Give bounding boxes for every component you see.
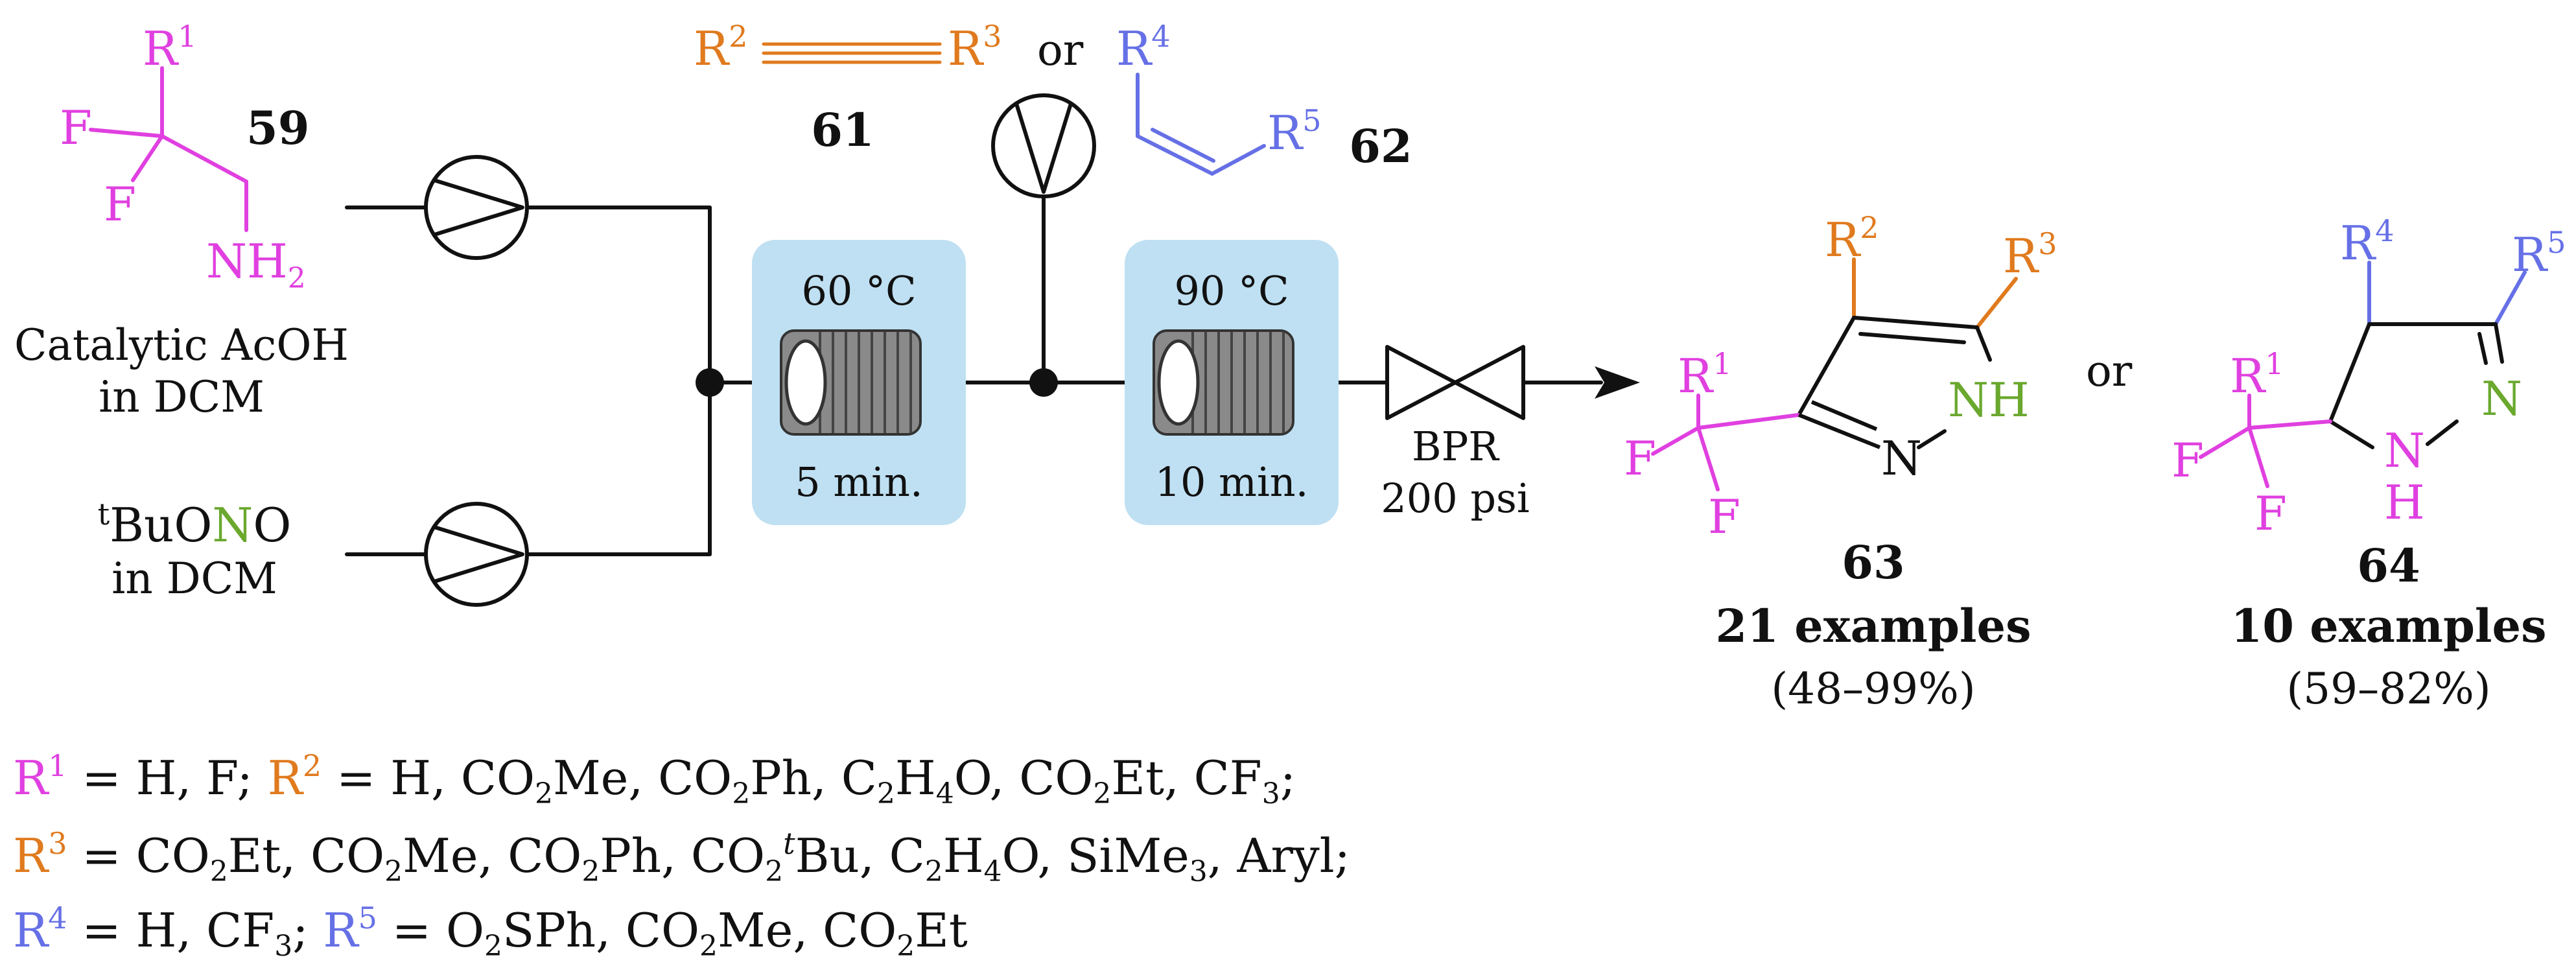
compound-61-label: 61 bbox=[811, 103, 874, 157]
compound-64-r1: R1 bbox=[2230, 346, 2284, 403]
compound-62-r5: R5 bbox=[1267, 103, 1322, 160]
reactor-1: 60 °C 5 min. bbox=[752, 240, 966, 525]
compound-64-structure: R4 R5 R1 F F N N H bbox=[2172, 213, 2566, 541]
compound-61-r2: R2 bbox=[694, 19, 748, 76]
reactor-1-time: 5 min. bbox=[795, 458, 922, 506]
compound-64-nh-n: N bbox=[2384, 423, 2425, 478]
compound-62-structure: R4 R5 62 bbox=[1116, 19, 1412, 176]
compound-63-n: N bbox=[1881, 431, 1922, 486]
reactor-1-temperature: 60 °C bbox=[801, 267, 916, 314]
compound-64-examples: 10 examples bbox=[2231, 599, 2547, 653]
compound-64-f1: F bbox=[2172, 433, 2204, 488]
pump-2-icon bbox=[424, 502, 529, 607]
reagent-acoh-line2: in DCM bbox=[99, 372, 264, 422]
reagent-tbuono-line2: in DCM bbox=[111, 554, 277, 604]
compound-64-n: N bbox=[2481, 371, 2522, 426]
compound-63-yield: (48–99%) bbox=[1771, 664, 1975, 714]
pump-3-icon bbox=[991, 93, 1096, 198]
compound-62-r4: R4 bbox=[1116, 19, 1171, 76]
compound-59-label: 59 bbox=[246, 101, 309, 155]
reactor-2-temperature: 90 °C bbox=[1174, 267, 1289, 314]
or-61-62: or bbox=[1037, 25, 1084, 75]
legend-line-3: R4 = H, CF3; R5 = O2SPh, CO2Me, CO2Et bbox=[13, 900, 968, 963]
compound-59-nh2: NH2 bbox=[206, 234, 306, 295]
reactor-2: 90 °C 10 min. bbox=[1125, 240, 1339, 525]
reagent-tbuono: tBuONO bbox=[98, 497, 292, 552]
compound-63-structure: R2 R3 R1 F F N NH bbox=[1624, 210, 2057, 544]
compound-59-f-top: F bbox=[60, 100, 92, 155]
coil-reactor-2-icon bbox=[1153, 329, 1294, 436]
bpr-valve-icon bbox=[1385, 345, 1525, 420]
legend-line-1: R1 = H, F; R2 = H, CO2Me, CO2Ph, C2H4O, … bbox=[13, 748, 1296, 810]
compound-64-f2: F bbox=[2254, 486, 2287, 541]
compound-63-r3: R3 bbox=[2003, 226, 2057, 283]
bpr-label: BPR bbox=[1412, 423, 1500, 470]
bpr-pressure: 200 psi bbox=[1381, 475, 1529, 522]
mixer-junction-1 bbox=[696, 368, 724, 397]
compound-64-yield: (59–82%) bbox=[2286, 664, 2490, 714]
legend-line-2: R3 = CO2Et, CO2Me, CO2Ph, CO2tBu, C2H4O,… bbox=[13, 826, 1350, 888]
pump-1-icon bbox=[424, 155, 529, 260]
or-63-64: or bbox=[2086, 346, 2133, 396]
compound-59-f-bottom: F bbox=[104, 177, 136, 231]
compound-59-structure: R1 F F NH2 59 bbox=[60, 19, 309, 295]
arrow-head bbox=[1595, 366, 1640, 399]
reagent-acoh-line1: Catalytic AcOH bbox=[14, 320, 349, 370]
compound-63-f1: F bbox=[1624, 431, 1656, 486]
compound-63-examples: 21 examples bbox=[1716, 599, 2032, 653]
compound-63-f2: F bbox=[1708, 489, 1740, 544]
reactor-2-time: 10 min. bbox=[1155, 458, 1309, 506]
compound-63-nh: NH bbox=[1948, 373, 2030, 427]
compound-62-label: 62 bbox=[1349, 119, 1412, 173]
compound-63-r2: R2 bbox=[1825, 210, 1879, 267]
compound-64-r4: R4 bbox=[2340, 213, 2395, 270]
mixer-junction-2 bbox=[1029, 368, 1058, 397]
coil-reactor-1-icon bbox=[780, 329, 922, 436]
compound-64-nh-h: H bbox=[2384, 475, 2425, 530]
compound-63-r1: R1 bbox=[1678, 346, 1732, 403]
compound-59-r1: R1 bbox=[143, 19, 197, 76]
compound-63-label: 63 bbox=[1842, 536, 1904, 589]
compound-61-structure: R2 R3 61 bbox=[694, 19, 1002, 157]
compound-61-r3: R3 bbox=[948, 19, 1002, 76]
compound-64-r5: R5 bbox=[2512, 225, 2566, 282]
compound-64-label: 64 bbox=[2357, 539, 2420, 593]
